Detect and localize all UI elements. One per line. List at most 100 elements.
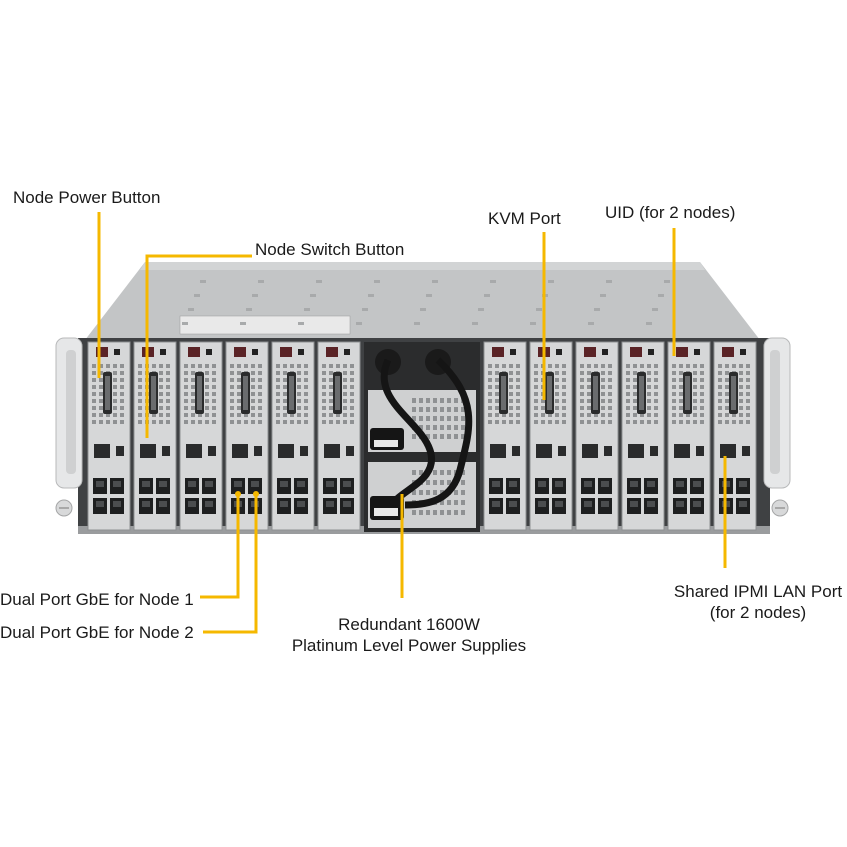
- psu-vent: [426, 510, 430, 515]
- psu-vent: [412, 510, 416, 515]
- psu-vent: [454, 398, 458, 403]
- leader-node-switch-button: [145, 254, 252, 438]
- uid-led-icon: [280, 347, 292, 357]
- label-ipmi-port: Shared IPMI LAN Port (for 2 nodes): [668, 581, 847, 623]
- ipmi-port-icon: [324, 444, 340, 458]
- chassis-handle-icon: [55, 337, 83, 517]
- psu-vent: [419, 510, 423, 515]
- psu-vent: [461, 510, 465, 515]
- psu-vent: [433, 480, 437, 485]
- switch-button-icon: [490, 444, 506, 458]
- node-modules-left: [87, 341, 361, 531]
- label-node-switch-button: Node Switch Button: [255, 240, 405, 259]
- power-cord-loop-1: [380, 358, 436, 508]
- psu-vent: [461, 490, 465, 495]
- power-button-icon: [740, 349, 746, 355]
- leader-dual-gbe-node2: [203, 494, 258, 634]
- node-module: [713, 341, 757, 531]
- switch-button-icon: [582, 444, 598, 458]
- power-button-icon: [556, 349, 562, 355]
- label-power-supplies-line2: Platinum Level Power Supplies: [291, 636, 527, 655]
- psu-vent: [433, 425, 437, 430]
- node-modules-right: [483, 341, 757, 531]
- power-button-icon: [298, 349, 304, 355]
- top-vent-slot: [646, 322, 652, 325]
- top-vent-slot: [356, 322, 362, 325]
- psu-vent: [440, 416, 444, 421]
- node-module: [317, 341, 361, 531]
- top-vent-slot: [316, 280, 322, 283]
- top-vent-slot: [600, 294, 606, 297]
- top-vent-slot: [484, 294, 490, 297]
- psu-vent: [454, 407, 458, 412]
- callout-leader-dots: [235, 491, 259, 497]
- psu-vent: [412, 407, 416, 412]
- psu-vent: [426, 416, 430, 421]
- psu-vent: [412, 434, 416, 439]
- psu-vent: [440, 398, 444, 403]
- psu-vent: [447, 398, 451, 403]
- node-module: [483, 341, 527, 531]
- psu-vent: [419, 490, 423, 495]
- psu-vent: [461, 416, 465, 421]
- ipmi-port-icon: [140, 444, 156, 458]
- label-uid: UID (for 2 nodes): [605, 203, 736, 222]
- uid-led-icon: [722, 347, 734, 357]
- psu-vent: [447, 510, 451, 515]
- switch-button-icon: [186, 444, 202, 458]
- ipmi-port-icon: [628, 444, 644, 458]
- psu-vent: [433, 470, 437, 475]
- top-vent-slot: [490, 280, 496, 283]
- psu-vent: [461, 480, 465, 485]
- leader-dual-gbe-node1: [200, 494, 240, 599]
- top-vent-slot: [304, 308, 310, 311]
- power-button-icon: [160, 349, 166, 355]
- psu-vent: [447, 480, 451, 485]
- uid-led-icon: [234, 347, 246, 357]
- node-module: [667, 341, 711, 531]
- node-module: [271, 341, 315, 531]
- psu-vent: [454, 434, 458, 439]
- chassis-top-vents: [182, 280, 670, 325]
- psu-vent: [433, 510, 437, 515]
- label-ipmi-port-line2: (for 2 nodes): [709, 603, 807, 622]
- psu-vent: [447, 407, 451, 412]
- top-vent-slot: [432, 280, 438, 283]
- psu-vent: [440, 407, 444, 412]
- psu-vent: [447, 500, 451, 505]
- power-supply-bay: [364, 342, 480, 532]
- switch-button-icon: [94, 444, 110, 458]
- chassis-label-sticker: [179, 315, 351, 335]
- psu-vent: [426, 407, 430, 412]
- psu-vent: [461, 500, 465, 505]
- power-supply-grille: [412, 398, 465, 515]
- top-vent-slot: [368, 294, 374, 297]
- label-kvm-port: KVM Port: [488, 209, 561, 228]
- psu-vent: [440, 425, 444, 430]
- label-node-power-button: Node Power Button: [13, 188, 161, 207]
- top-vent-slot: [252, 294, 258, 297]
- psu-vent: [440, 490, 444, 495]
- label-power-supplies: Redundant 1600W Platinum Level Power Sup…: [288, 614, 530, 656]
- chassis-handle-icon: [763, 337, 791, 517]
- top-vent-slot: [188, 308, 194, 311]
- callout-leaders: [97, 212, 727, 634]
- psu-vent: [426, 480, 430, 485]
- node-module: [179, 341, 223, 531]
- ipmi-port-icon: [720, 444, 736, 458]
- psu-vent: [412, 398, 416, 403]
- label-dual-gbe-node1: Dual Port GbE for Node 1: [0, 590, 194, 609]
- top-vent-slot: [588, 322, 594, 325]
- node-module: [133, 341, 177, 531]
- psu-vent: [440, 510, 444, 515]
- psu-vent: [447, 470, 451, 475]
- psu-vent: [433, 416, 437, 421]
- power-button-icon: [648, 349, 654, 355]
- psu-vent: [447, 434, 451, 439]
- uid-led-icon: [326, 347, 338, 357]
- psu-vent: [461, 470, 465, 475]
- node-module: [87, 341, 131, 531]
- psu-vent: [440, 470, 444, 475]
- top-vent-slot: [478, 308, 484, 311]
